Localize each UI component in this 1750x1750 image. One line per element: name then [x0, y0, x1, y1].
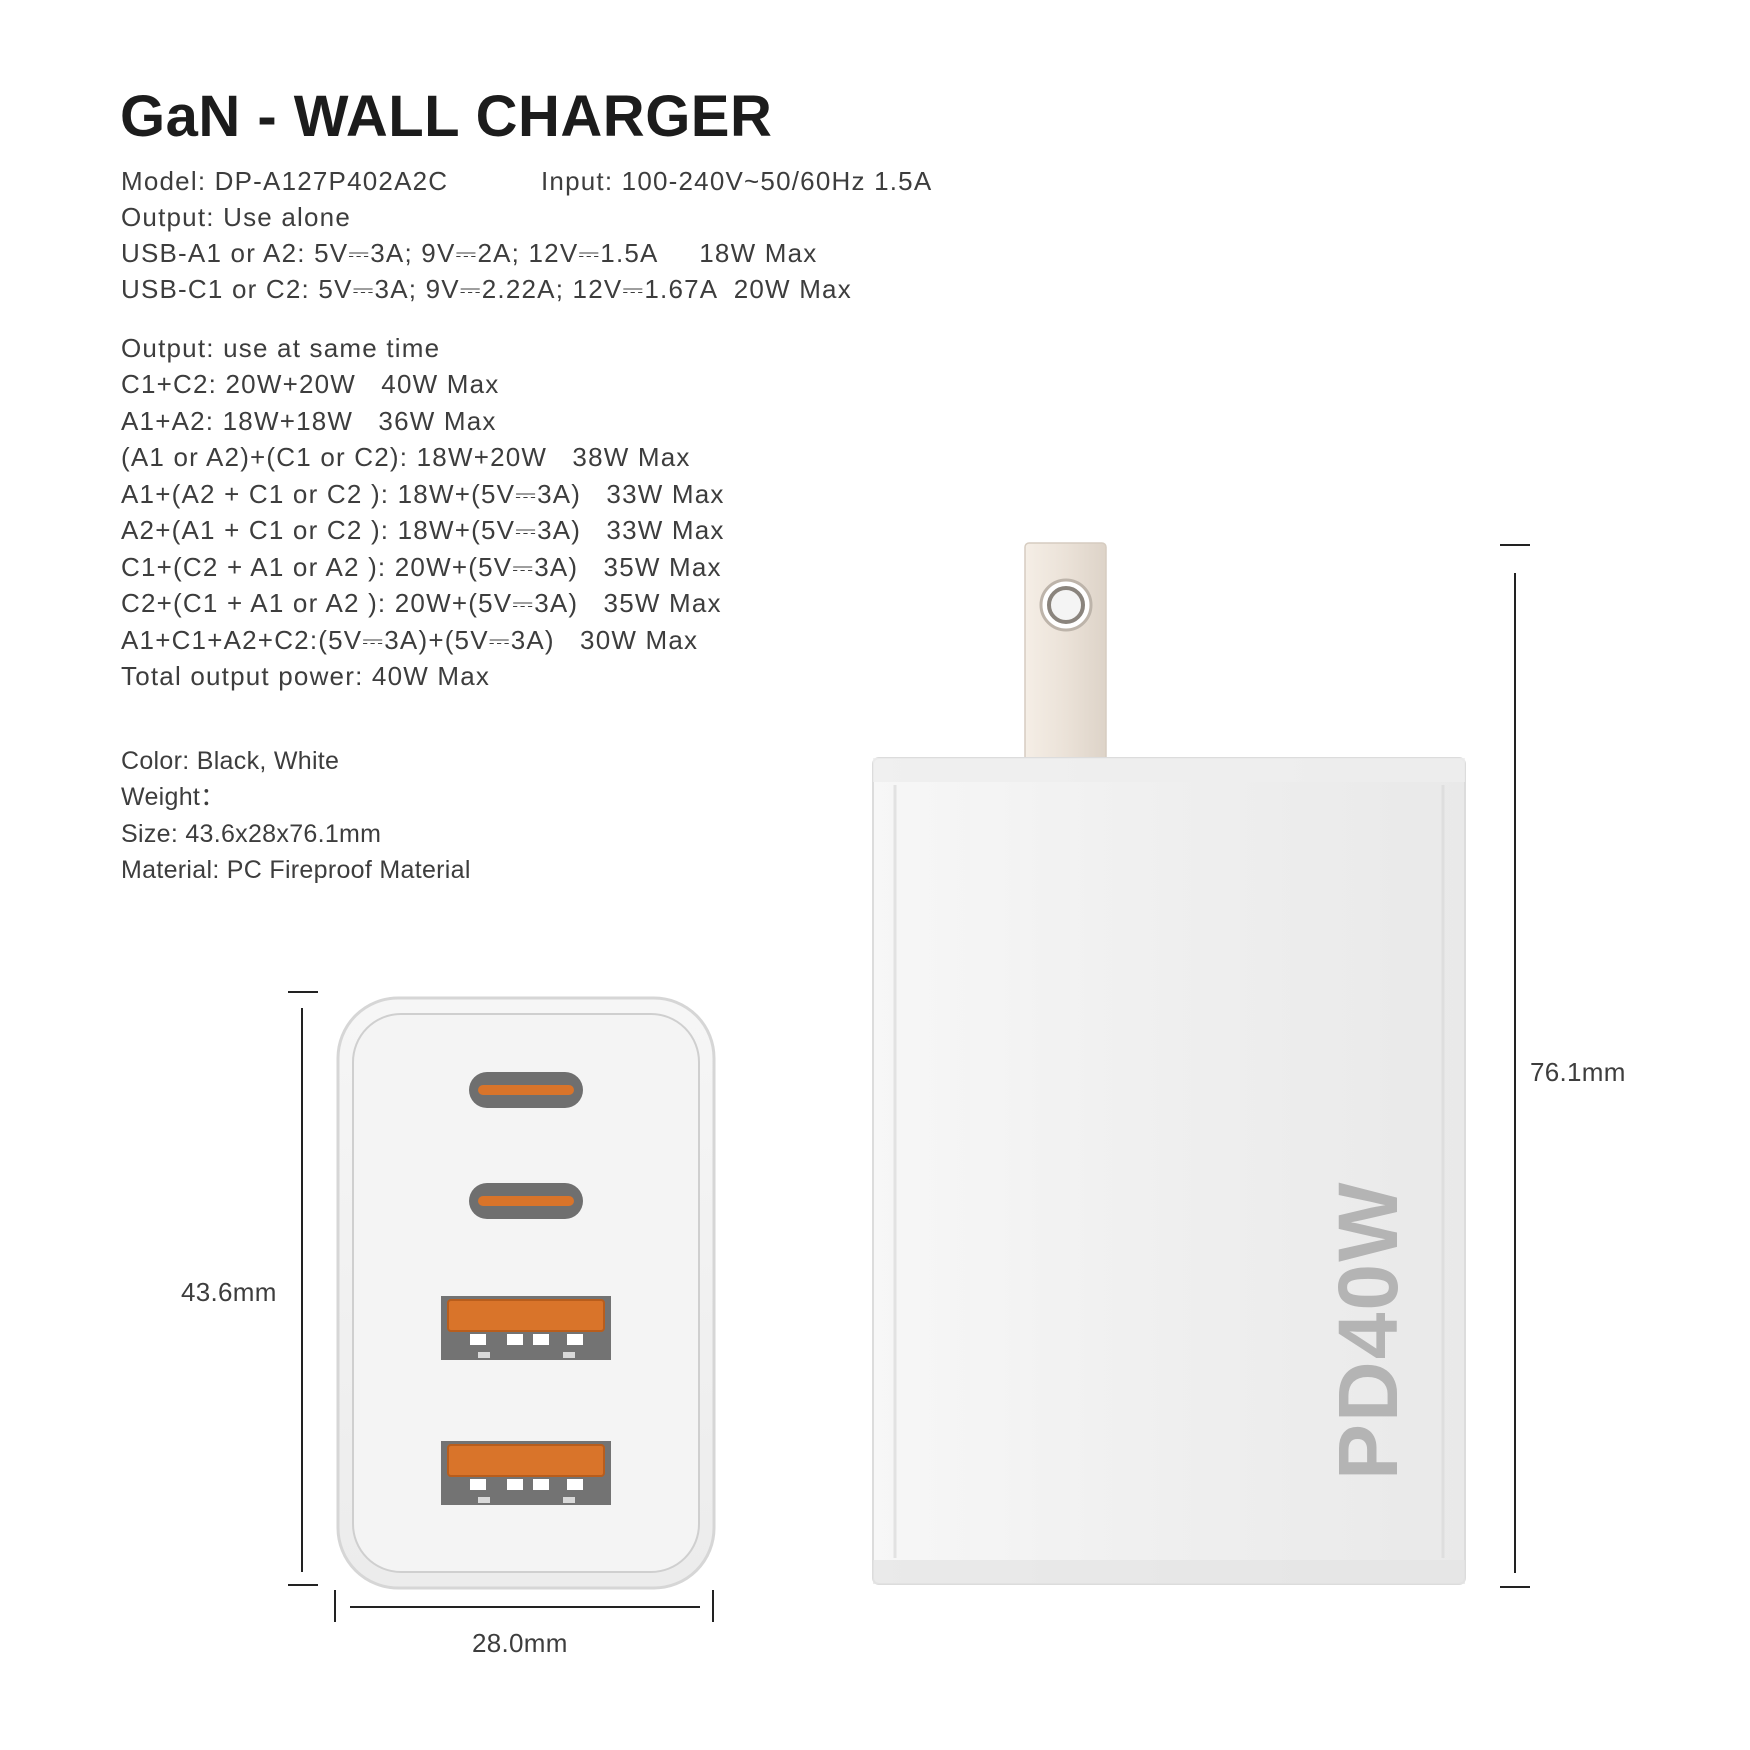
model-spec: Model: DP-A127P402A2C: [121, 166, 449, 196]
plug-prong: [1024, 542, 1107, 762]
front-width-label: 28.0mm: [472, 1628, 568, 1658]
color-detail: Color: Black, White: [121, 747, 340, 775]
combo-line: C1+(C2 + A1 or A2 ): 20W+(5V⎓3A) 35W Max: [121, 552, 722, 582]
combo-line: C2+(C1 + A1 or A2 ): 20W+(5V⎓3A) 35W Max: [121, 588, 722, 618]
page-title: GaN - WALL CHARGER: [120, 84, 773, 149]
input-spec: Input: 100-240V~50/60Hz 1.5A: [541, 166, 933, 196]
side-height-label: 76.1mm: [1530, 1057, 1626, 1087]
front-width-dimension: [334, 1590, 714, 1622]
usb-c-port: [469, 1183, 583, 1219]
combo-line: A1+C1+A2+C2:(5V⎓3A)+(5V⎓3A) 30W Max: [121, 625, 699, 655]
charger-front-view: [336, 996, 716, 1590]
combo-line: A2+(A1 + C1 or C2 ): 18W+(5V⎓3A) 33W Max: [121, 515, 725, 545]
front-height-label: 43.6mm: [181, 1277, 277, 1307]
side-height-dimension: [1500, 544, 1530, 1588]
usb-a-port: [441, 1441, 611, 1505]
charger-side-view: PD40W: [872, 542, 1466, 1585]
weight-detail: Weight：: [121, 783, 226, 811]
combo-line: A1+(A2 + C1 or C2 ): 18W+(5V⎓3A) 33W Max: [121, 479, 725, 509]
size-detail: Size: 43.6x28x76.1mm: [121, 820, 382, 848]
pd40w-marking: PD40W: [1321, 1181, 1415, 1480]
combo-line: (A1 or A2)+(C1 or C2): 18W+20W 38W Max: [121, 442, 691, 472]
usb-c-spec: USB-C1 or C2: 5V⎓3A; 9V⎓2.22A; 12V⎓1.67A…: [121, 274, 852, 304]
usb-a-spec: USB-A1 or A2: 5V⎓3A; 9V⎓2A; 12V⎓1.5A 18W…: [121, 238, 818, 268]
material-detail: Material: PC Fireproof Material: [121, 856, 471, 884]
output-same-time-heading: Output: use at same time: [121, 333, 441, 363]
output-alone-heading: Output: Use alone: [121, 202, 351, 232]
total-output: Total output power: 40W Max: [121, 661, 491, 691]
front-height-dimension: [288, 991, 318, 1586]
usb-c-port: [469, 1072, 583, 1108]
combo-line: C1+C2: 20W+20W 40W Max: [121, 369, 500, 399]
combo-line: A1+A2: 18W+18W 36W Max: [121, 406, 497, 436]
usb-a-port: [441, 1296, 611, 1360]
